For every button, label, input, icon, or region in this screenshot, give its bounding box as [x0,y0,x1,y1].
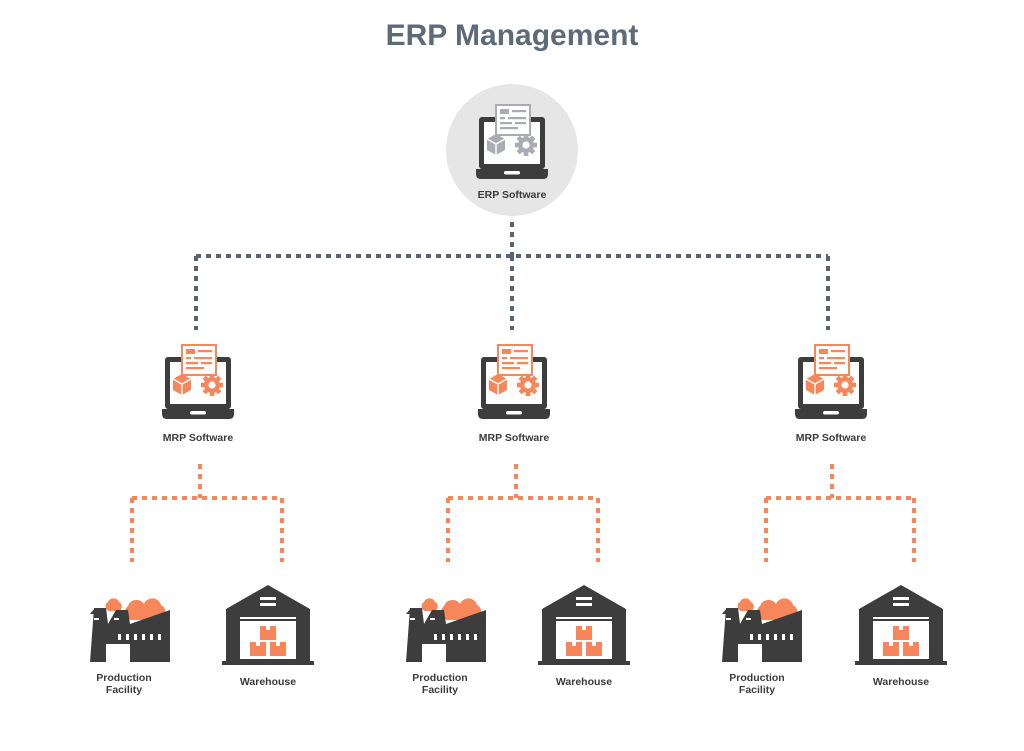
factory-icon [406,598,486,662]
mrp-label: MRP Software [796,432,867,444]
page-title: ERP Management [386,19,639,52]
mrp-group-1: MRP Software Production Facility Warehou… [90,344,314,696]
mrp-connectors [764,464,916,562]
warehouse-label: Warehouse [873,676,929,688]
production-facility-label-line2: Facility [739,684,775,696]
production-facility-label-line1: Production [96,672,151,684]
mrp-laptop-icon [477,344,551,420]
mrp-group-3: MRP Software Production Facility Warehou… [722,344,947,696]
mrp-connectors [130,464,284,562]
factory-icon [90,598,170,662]
warehouse-icon [222,585,314,665]
erp-connectors [194,222,830,330]
mrp-laptop-icon [794,344,868,420]
mrp-label: MRP Software [163,432,234,444]
erp-node: ERP Software [446,84,578,216]
mrp-connectors [446,464,600,562]
warehouse-label: Warehouse [240,676,296,688]
warehouse-label: Warehouse [556,676,612,688]
mrp-group-2: MRP Software Production Facility Warehou… [406,344,630,696]
warehouse-icon [538,585,630,665]
mrp-label: MRP Software [479,432,550,444]
erp-label: ERP Software [478,189,547,201]
production-facility-label-line2: Facility [106,684,142,696]
production-facility-label-line1: Production [729,672,784,684]
warehouse-icon [855,585,947,665]
factory-icon [722,598,802,662]
production-facility-label-line2: Facility [422,684,458,696]
mrp-laptop-icon [161,344,235,420]
production-facility-label-line1: Production [412,672,467,684]
